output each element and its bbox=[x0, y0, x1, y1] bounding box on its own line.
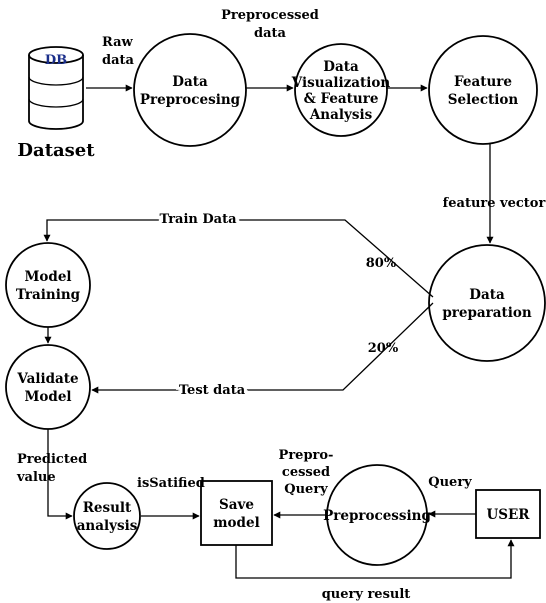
label-preprocessed-data: Preprocessed data bbox=[221, 8, 319, 41]
text-line: 20% bbox=[368, 341, 399, 356]
label-feature-vector: feature vector bbox=[443, 196, 546, 211]
text-line: Preprocessing bbox=[323, 508, 431, 524]
label-is-satisfied: isSatified bbox=[137, 476, 205, 491]
label-20-percent: 20% bbox=[368, 341, 399, 356]
text-line: Model bbox=[24, 269, 71, 285]
text-line: Preprocessed bbox=[221, 8, 319, 23]
save-model-node: Save model bbox=[200, 480, 273, 546]
text-line: data bbox=[102, 53, 135, 68]
text-line: USER bbox=[486, 507, 530, 523]
label-query-result: query result bbox=[322, 587, 411, 602]
result-analysis-node: Result analysis bbox=[73, 482, 141, 550]
text-line: data bbox=[254, 26, 287, 41]
edge-validate-to-result bbox=[47, 429, 73, 520]
label-test-data: Test data bbox=[179, 383, 246, 398]
text-line: Prepro- bbox=[279, 448, 334, 463]
text-line: Validate bbox=[16, 371, 78, 387]
edge-train-data bbox=[43, 219, 434, 298]
text-line: Feature bbox=[454, 74, 512, 90]
text-line: Visualization bbox=[291, 75, 391, 91]
text-line: cessed bbox=[282, 465, 330, 480]
label-train-data: Train Data bbox=[159, 212, 237, 227]
text-line: & Feature bbox=[304, 91, 379, 107]
svg-text:USER: USER bbox=[486, 507, 530, 523]
db-badge: DB bbox=[45, 53, 67, 68]
svg-text:Preprocessing: Preprocessing bbox=[323, 508, 431, 524]
text-line: isSatified bbox=[137, 476, 205, 491]
label-predicted-value: Predicted value bbox=[16, 452, 87, 485]
text-line: feature vector bbox=[443, 196, 546, 211]
text-line: Preprocesing bbox=[140, 92, 241, 108]
dataset-label: Dataset bbox=[17, 140, 95, 161]
edge-query-result bbox=[235, 539, 515, 579]
text-line: Analysis bbox=[309, 107, 373, 123]
label-query: Query bbox=[428, 475, 472, 490]
user-node: USER bbox=[475, 489, 541, 539]
text-line: Result bbox=[83, 500, 132, 516]
text-line: Data bbox=[469, 287, 505, 303]
text-line: Training bbox=[16, 287, 81, 303]
label-raw-data: Raw data bbox=[102, 35, 135, 68]
text-line: Data bbox=[323, 59, 359, 75]
label-80-percent: 80% bbox=[366, 256, 397, 271]
preprocessing-node: Preprocessing bbox=[323, 464, 431, 566]
data-preparation-node: Data preparation bbox=[428, 244, 546, 362]
text-line: Predicted bbox=[17, 452, 87, 467]
text-line: Test data bbox=[179, 383, 246, 398]
text-line: Raw bbox=[102, 35, 134, 50]
text-line: 80% bbox=[366, 256, 397, 271]
text-line: value bbox=[16, 470, 56, 485]
text-line: Query bbox=[428, 475, 472, 490]
text-line: Save bbox=[219, 497, 254, 513]
text-line: Data bbox=[172, 74, 208, 90]
dataset-node: DB Dataset bbox=[17, 46, 95, 161]
text-line: Query bbox=[284, 482, 328, 497]
text-line: Model bbox=[24, 389, 71, 405]
text-line: Selection bbox=[448, 92, 519, 108]
text-line: model bbox=[213, 515, 259, 531]
database-icon: DB bbox=[28, 46, 84, 130]
edges bbox=[43, 84, 515, 579]
text-line: query result bbox=[322, 587, 411, 602]
text-line: analysis bbox=[77, 518, 138, 534]
edge-test-data bbox=[91, 302, 434, 394]
text-line: preparation bbox=[442, 305, 532, 321]
text-line: Train Data bbox=[159, 212, 237, 227]
